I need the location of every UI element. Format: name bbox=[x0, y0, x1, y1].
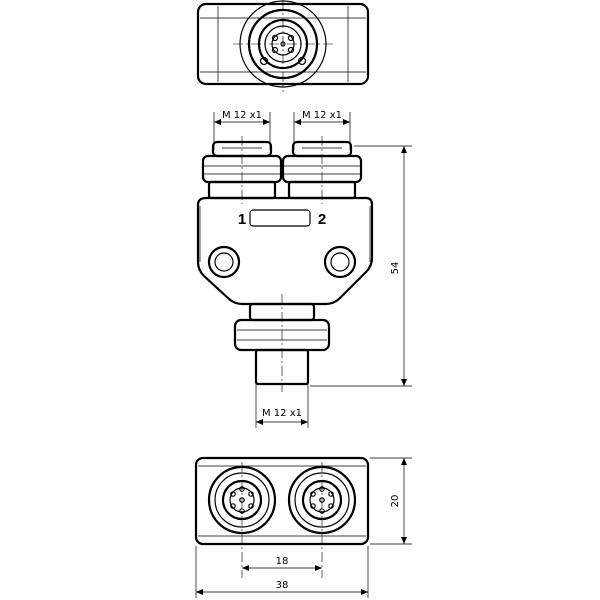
adapter-body: 1 2 bbox=[196, 196, 374, 306]
dim-m12-bottom: M 12 x1 bbox=[255, 384, 309, 428]
dim-label-height: 54 bbox=[390, 262, 401, 275]
port-1-label: 1 bbox=[238, 211, 246, 228]
dim-label-top-right: M 12 x1 bbox=[302, 110, 342, 121]
dim-label-top-left: M 12 x1 bbox=[222, 110, 262, 121]
dim-depth: 20 bbox=[370, 457, 412, 545]
dim-height: 54 bbox=[310, 145, 412, 387]
front-view: M 12 x1 M 12 x1 bbox=[196, 110, 412, 428]
dim-label-bottom: M 12 x1 bbox=[262, 408, 302, 419]
connector-right bbox=[281, 136, 363, 204]
connector-left bbox=[201, 136, 283, 204]
connector-bottom bbox=[233, 294, 331, 392]
dim-label-depth: 20 bbox=[390, 495, 401, 508]
top-view bbox=[196, 0, 370, 92]
dim-pitch: 18 bbox=[242, 556, 322, 571]
port-2-label: 2 bbox=[318, 211, 326, 228]
dim-width: 38 bbox=[195, 546, 369, 598]
dim-label-width: 38 bbox=[276, 580, 289, 591]
dim-label-pitch: 18 bbox=[276, 556, 289, 567]
bottom-view: 20 18 38 bbox=[194, 456, 412, 598]
